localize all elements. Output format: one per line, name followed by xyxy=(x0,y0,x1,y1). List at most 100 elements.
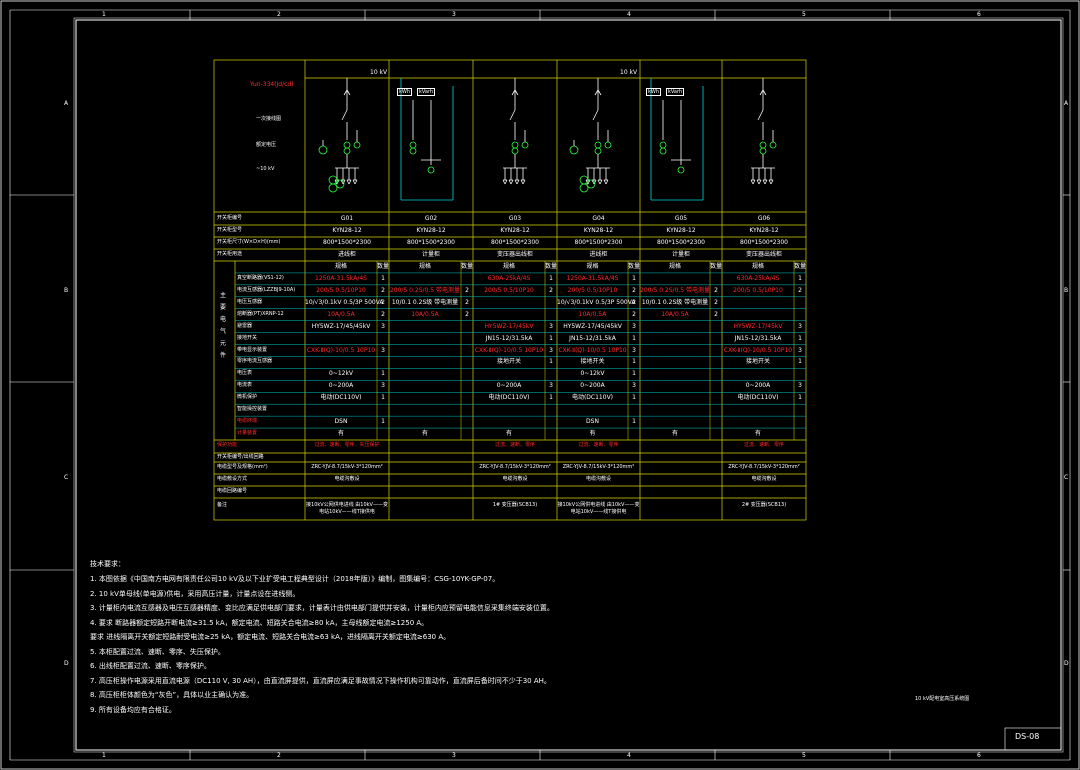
cabinet-use-G02: 计量柜 xyxy=(421,251,440,258)
qty-G01-9: 1 xyxy=(381,370,385,378)
element-row-label-5: 避雷器 xyxy=(237,322,253,329)
cell-G01-10: 0~200A xyxy=(328,382,354,390)
grid-top-4: 4 xyxy=(627,11,631,18)
cell-G05-3: 10/0.1 0.2S级 带电测量 xyxy=(641,298,709,306)
note-item-9: 8. 高压柜柜体颜色为“灰色”，具体以业主确认为准。 xyxy=(90,691,254,699)
meter-box-kvarh-1: kVarh xyxy=(417,88,436,96)
element-row-label-12: 智能操控装置 xyxy=(237,406,268,413)
cell-G03-8: 接地开关 xyxy=(496,358,521,366)
qty-G06-5: 3 xyxy=(798,322,802,330)
cell-G06-7: CXK-Ⅱ(Q)-10/0.5 10P10 xyxy=(723,346,793,354)
cell-G03-11: 电动(DC110V) xyxy=(488,394,530,402)
qty-G01-2: 2 xyxy=(381,286,385,294)
cell-G04-9: 0~12kV xyxy=(580,370,605,378)
element-row-label-4: 熔断器(PT)XRNP-12 xyxy=(237,310,284,317)
qty-G03-5: 3 xyxy=(549,322,553,330)
cabinet-no-G01: G01 xyxy=(340,215,354,222)
qty-G06-11: 1 xyxy=(798,394,802,402)
cell-G03-7: CXK-Ⅱ(Q)-10/0.5 10P10 xyxy=(474,346,544,354)
bottom-6-4: 接10kV公网供电进线 由10kV——变电站10kV——线T接供电 xyxy=(557,502,640,515)
bottom-3-6: ZRC-YJV-8.7/15kV-3*120mm² xyxy=(728,464,800,470)
cabinet-type-G03: KYN28-12 xyxy=(500,227,530,234)
row-header-no: 开关柜编号 xyxy=(217,215,243,221)
col-head-qty-6: 数量 xyxy=(794,263,807,270)
qty-G04-10: 3 xyxy=(632,382,636,390)
cell-G06-5: HY5WZ-17/45kV xyxy=(733,322,783,330)
qty-G03-6: 1 xyxy=(549,334,553,342)
grid-side-left-B: B xyxy=(64,287,69,294)
qty-G06-10: 3 xyxy=(798,382,802,390)
element-row-label-11: 微机保护 xyxy=(237,394,258,401)
cell-G03-1: 630A-25kA/4S xyxy=(487,274,531,282)
cell-G01-4: 10A/0.5A xyxy=(327,310,355,318)
legend-item-3: ~10 kV xyxy=(256,166,275,172)
bottom-3-1: ZRC-YJV-8.7/15kV-3*120mm² xyxy=(311,464,383,470)
qty-G01-10: 3 xyxy=(381,382,385,390)
qty-G06-8: 1 xyxy=(798,358,802,366)
grid-bottom-3: 3 xyxy=(452,752,456,759)
qty-G01-1: 1 xyxy=(381,274,385,282)
legend-item-2: 额定电压 xyxy=(256,142,277,148)
cell-G02-14: 有 xyxy=(421,430,428,438)
element-row-label-14: 计量装置 xyxy=(237,430,258,437)
grid-bottom-6: 6 xyxy=(977,752,981,759)
qty-G04-8: 1 xyxy=(632,358,636,366)
bottom-6-3: 1# 变压器(SCB13) xyxy=(492,502,538,508)
cell-G02-4: 10A/0.5A xyxy=(411,310,439,318)
cell-G06-1: 630A-25kA/4S xyxy=(736,274,780,282)
grid-bottom-2: 2 xyxy=(277,752,281,759)
cell-G04-2: 200/5 0.5/10P10 xyxy=(567,286,618,294)
cabinet-type-G04: KYN28-12 xyxy=(583,227,614,234)
element-row-label-13: 电缆终端 xyxy=(237,418,258,425)
cell-G02-3: 10/0.1 0.2S级 带电测量 xyxy=(391,298,459,306)
cabinet-size-G04: 800*1500*2300 xyxy=(574,239,623,246)
qty-G05-4: 2 xyxy=(714,310,718,318)
qty-G04-7: 3 xyxy=(632,346,636,354)
element-row-label-7: 带电显示装置 xyxy=(237,346,268,353)
col-head-spec-4: 规格 xyxy=(586,263,599,270)
cell-G04-1: 1250A-31.5kA/4S xyxy=(566,274,619,282)
qty-G03-2: 2 xyxy=(549,286,553,294)
qty-G04-3: 2 xyxy=(632,298,636,306)
grid-bottom-1: 1 xyxy=(102,752,106,759)
cell-G04-3: 10/√3/0.1kV 0.5/3P 500VA xyxy=(557,298,636,306)
qty-G01-11: 1 xyxy=(381,394,385,402)
meter-box-kwh-2: kWh xyxy=(646,88,662,96)
qty-G04-5: 3 xyxy=(632,322,636,330)
qty-G03-8: 1 xyxy=(549,358,553,366)
meter-box-kvarh-2: kVarh xyxy=(666,88,685,96)
grid-top-3: 3 xyxy=(452,11,456,18)
element-row-label-3: 电压互感器 xyxy=(237,298,263,305)
cell-G01-1: 1250A-31.5kA/4S xyxy=(315,274,367,282)
notes-title: 技术要求： xyxy=(90,560,125,568)
cell-G04-13: DSN xyxy=(586,418,599,426)
bottom-1-6: 过流、速断、零序 xyxy=(743,442,784,448)
grid-top-1: 1 xyxy=(102,11,106,18)
bottom-1-4: 过流、速断、零序 xyxy=(578,442,619,448)
qty-G02-2: 2 xyxy=(465,286,469,294)
cabinet-use-G04: 进线柜 xyxy=(589,251,608,258)
grid-top-2: 2 xyxy=(277,11,281,18)
row-header-type: 开关柜型号 xyxy=(217,227,243,233)
bottom-row-label-4: 电缆敷设方式 xyxy=(217,476,248,482)
cabinet-size-G03: 800*1500*2300 xyxy=(491,239,539,246)
row-header-size: 开关柜尺寸(W×D×H)(mm) xyxy=(217,239,281,245)
cabinet-use-G03: 变压器出线柜 xyxy=(496,251,533,258)
qty-G04-1: 1 xyxy=(632,274,636,282)
cell-G05-14: 有 xyxy=(671,430,678,438)
qty-G03-11: 1 xyxy=(549,394,553,402)
cell-G06-11: 电动(DC110V) xyxy=(737,394,779,402)
qty-G04-4: 2 xyxy=(632,310,636,318)
col-head-spec-2: 规格 xyxy=(418,263,431,270)
bottom-4-3: 电缆沟敷设 xyxy=(502,476,528,482)
bottom-row-label-2: 开关柜编号/出线回路 xyxy=(217,454,264,460)
cabinet-type-G06: KYN28-12 xyxy=(749,227,779,234)
cabinet-use-G05: 计量柜 xyxy=(671,251,690,258)
cell-G03-6: JN15-12/31.5kA xyxy=(485,334,533,342)
cell-G06-14: 有 xyxy=(754,430,761,438)
cabinet-use-G01: 进线柜 xyxy=(337,251,356,258)
col-head-qty-5: 数量 xyxy=(710,263,723,270)
note-item-7: 6. 出线柜配置过流、速断、零序保护。 xyxy=(90,662,211,670)
cell-G06-6: JN15-12/31.5kA xyxy=(734,334,782,342)
cell-G02-2: 200/5 0.2S/0.5 带电测量 xyxy=(389,286,461,294)
